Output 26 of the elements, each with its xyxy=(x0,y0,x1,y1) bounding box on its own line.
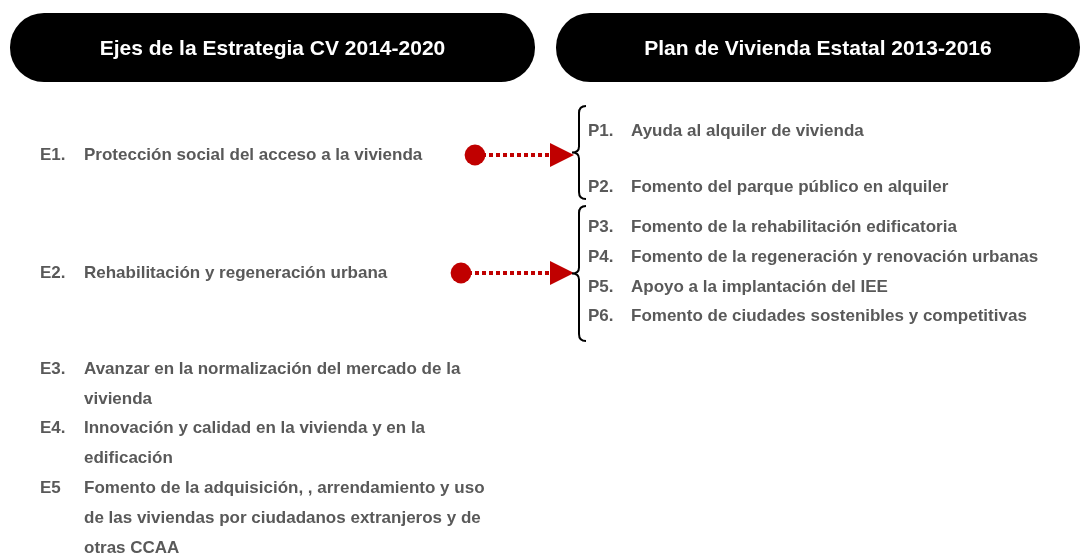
item-text: Protección social del acceso a la vivienda xyxy=(84,144,424,166)
dotted-arrow xyxy=(464,143,574,167)
item-number: E4. xyxy=(40,417,66,439)
heading-banner: Plan de Vivienda Estatal 2013-2016 xyxy=(556,13,1080,82)
item-number: E1. xyxy=(40,144,66,166)
item-text: Fomento del parque público en alquiler xyxy=(631,176,950,198)
item-number: P6. xyxy=(588,305,614,327)
item-number: P5. xyxy=(588,276,614,298)
item-number: E3. xyxy=(40,358,66,380)
item-text: Apoyo a la implantación del IEE xyxy=(631,276,889,298)
item-text: Avanzar en la normalización del mercado de la vivienda xyxy=(84,358,462,410)
heading-banner: Ejes de la Estrategia CV 2014-2020 xyxy=(10,13,535,82)
item-text: Fomento de la regeneración y renovación urbanas xyxy=(631,246,1040,268)
item-number: P1. xyxy=(588,120,614,142)
item-text: Rehabilitación y regeneración urbana xyxy=(84,262,389,284)
item-text: Fomento de la rehabilitación edificatoria xyxy=(631,216,958,238)
item-number: P4. xyxy=(588,246,614,268)
item-text: Innovación y calidad en la vivienda y en la edificación xyxy=(84,417,427,469)
item-text: Fomento de la adquisición, , arrendamiento y uso de las viviendas por ciudadanos extranjeros y de otras CCAA xyxy=(84,477,485,557)
item-number: E5 xyxy=(40,477,61,499)
item-number: P3. xyxy=(588,216,614,238)
item-number: P2. xyxy=(588,176,614,198)
item-text: Fomento de ciudades sostenibles y competitivas xyxy=(631,305,1028,327)
dotted-arrow xyxy=(450,261,574,285)
item-number: E2. xyxy=(40,262,66,284)
item-text: Ayuda al alquiler de vivienda xyxy=(631,120,865,142)
